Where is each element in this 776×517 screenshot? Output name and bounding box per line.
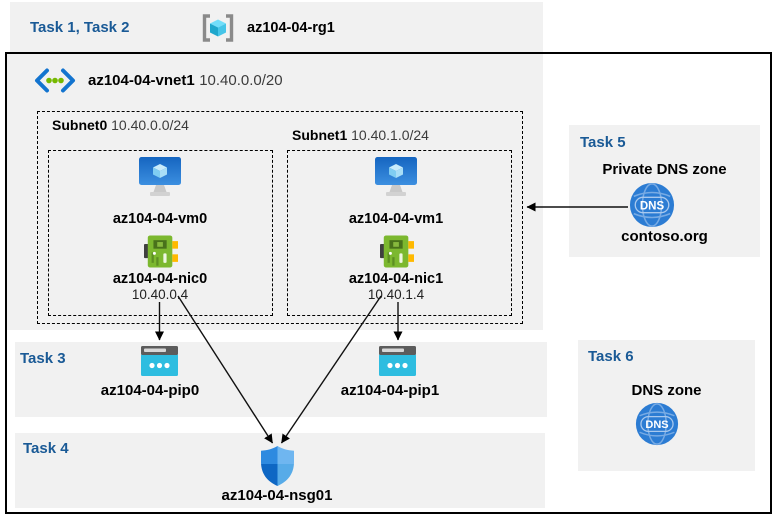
pip0-name: az104-04-pip0 bbox=[100, 382, 200, 399]
subnet1-label: Subnet1 10.40.1.0/24 bbox=[292, 127, 429, 143]
private-dns-zone-icon: DNS bbox=[629, 182, 675, 228]
pip1-name: az104-04-pip1 bbox=[340, 382, 440, 399]
subnet1-cidr: 10.40.1.0/24 bbox=[351, 127, 429, 143]
nic1-ip: 10.40.1.4 bbox=[367, 287, 425, 302]
nic1-icon bbox=[380, 235, 414, 268]
nsg-icon bbox=[261, 446, 294, 486]
task-5-box: Task 5 Private DNS zone DNS contoso.org bbox=[569, 125, 760, 257]
vnet-region bbox=[7, 54, 543, 330]
task-4-label: Task 4 bbox=[23, 440, 69, 457]
subnet0-name: Subnet0 bbox=[52, 117, 108, 133]
dns-icon-text: DNS bbox=[640, 200, 665, 212]
subnet1-vm-box bbox=[287, 150, 512, 316]
nsg-name: az104-04-nsg01 bbox=[221, 487, 333, 504]
nic0-name: az104-04-nic0 bbox=[112, 271, 208, 287]
vnet-title: az104-04-vnet1 10.40.0.0/20 bbox=[88, 72, 283, 90]
subnet0-label: Subnet0 10.40.0.0/24 bbox=[52, 117, 189, 133]
task-1-2-band: Task 1, Task 2 az104-04-rg1 bbox=[10, 2, 543, 52]
task-3-label: Task 3 bbox=[20, 350, 66, 367]
virtual-network-icon bbox=[35, 68, 75, 93]
subnet1-name: Subnet1 bbox=[292, 127, 348, 143]
vnet-name: az104-04-vnet1 bbox=[88, 72, 195, 89]
dns-zone-icon: DNS bbox=[635, 402, 679, 446]
vm1-icon bbox=[375, 157, 417, 196]
subnets-container-box bbox=[37, 111, 523, 324]
pip1-icon bbox=[379, 346, 416, 376]
task-6-box: Task 6 DNS zone DNS bbox=[578, 340, 755, 471]
subnet0-cidr: 10.40.0.0/24 bbox=[111, 117, 189, 133]
task-6-label: Task 6 bbox=[588, 348, 634, 365]
nic0-ip: 10.40.0.4 bbox=[131, 287, 189, 302]
resource-group-name: az104-04-rg1 bbox=[247, 20, 335, 36]
vm0-icon bbox=[139, 157, 181, 196]
resource-group-icon bbox=[202, 14, 234, 42]
dns-zone-title: DNS zone bbox=[631, 382, 702, 399]
vnet-cidr: 10.40.0.0/20 bbox=[199, 72, 283, 89]
task-5-label: Task 5 bbox=[580, 134, 626, 151]
task-1-2-label: Task 1, Task 2 bbox=[30, 19, 130, 36]
vm1-name: az104-04-vm1 bbox=[348, 211, 444, 227]
subnet0-vm-box bbox=[48, 150, 273, 316]
vm0-name: az104-04-vm0 bbox=[112, 211, 208, 227]
task-3-band bbox=[15, 342, 547, 417]
dns-icon-text: DNS bbox=[645, 419, 668, 431]
private-dns-zone-title: Private DNS zone bbox=[602, 161, 727, 178]
private-dns-zone-name: contoso.org bbox=[621, 228, 708, 245]
pip0-icon bbox=[141, 346, 178, 376]
nic0-icon bbox=[144, 235, 178, 268]
nic1-name: az104-04-nic1 bbox=[348, 271, 444, 287]
